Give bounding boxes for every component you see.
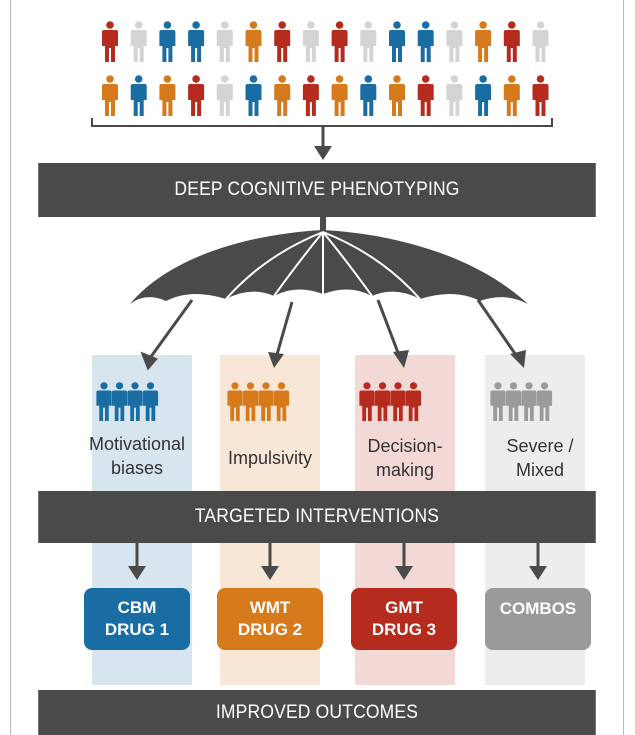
person-icon xyxy=(130,75,147,116)
person-icon xyxy=(242,382,259,421)
drug-box-line2: DRUG 1 xyxy=(104,620,170,639)
person-icon xyxy=(446,75,463,116)
drug-box-line1: CBM xyxy=(117,598,157,617)
person-icon xyxy=(273,382,290,421)
band-outcomes: IMPROVED OUTCOMES xyxy=(38,690,596,735)
group-label-line1: Motivational xyxy=(88,434,186,454)
person-icon xyxy=(331,21,348,62)
umbrella-arrowheads xyxy=(140,350,526,371)
person-icon xyxy=(360,75,377,116)
person-icon xyxy=(475,75,492,116)
group-label-line1: Severe / xyxy=(506,436,574,456)
group-label-decision: Decision- making xyxy=(345,434,465,482)
person-icon xyxy=(227,382,243,421)
person-icon xyxy=(302,21,319,62)
person-icon xyxy=(216,21,233,62)
person-icon xyxy=(389,75,405,116)
person-icon xyxy=(159,75,176,116)
group-label-line2: making xyxy=(375,460,435,480)
band-phenotyping: DEEP COGNITIVE PHENOTYPING xyxy=(38,163,596,217)
person-icon xyxy=(302,75,319,116)
drug-box-2: WMT DRUG 2 xyxy=(217,588,323,650)
group-label-line2: biases xyxy=(110,458,164,478)
person-icon xyxy=(96,382,112,421)
person-icon xyxy=(503,75,520,116)
intervention-arrows xyxy=(128,543,547,580)
person-icon xyxy=(216,75,233,116)
person-icon xyxy=(274,21,291,62)
person-icon xyxy=(111,382,128,421)
person-icon xyxy=(258,382,274,421)
group-label-severe: Severe / Mixed xyxy=(480,434,600,482)
person-icon xyxy=(536,382,553,421)
group-people xyxy=(96,382,553,421)
band-outcomes-label: IMPROVED OUTCOMES xyxy=(215,701,419,723)
person-icon xyxy=(102,21,118,62)
person-icon xyxy=(532,75,549,116)
group-label-motivational: Motivational biases xyxy=(72,432,202,480)
drug-box-line2: DRUG 3 xyxy=(371,620,437,639)
person-icon xyxy=(475,21,492,62)
drug-box-line2: DRUG 2 xyxy=(237,620,303,639)
person-icon xyxy=(359,382,375,421)
person-icon xyxy=(389,21,405,62)
drug-box-line1: COMBOS xyxy=(499,599,577,618)
person-icon xyxy=(360,21,377,62)
drug-box-combos: COMBOS xyxy=(485,588,591,650)
person-icon xyxy=(159,21,176,62)
person-icon xyxy=(390,382,406,421)
umbrella-arrows xyxy=(148,299,520,359)
person-icon xyxy=(142,382,159,421)
band-interventions: TARGETED INTERVENTIONS xyxy=(38,491,596,543)
person-icon xyxy=(532,21,549,62)
umbrella-icon xyxy=(130,215,528,304)
person-icon xyxy=(417,21,434,62)
person-icon xyxy=(490,382,506,421)
band-interventions-label: TARGETED INTERVENTIONS xyxy=(194,506,440,527)
group-label-line2: Mixed xyxy=(515,460,564,480)
person-icon xyxy=(274,75,291,116)
person-icon xyxy=(503,21,520,62)
group-label-line1: Impulsivity xyxy=(227,448,312,468)
person-icon xyxy=(245,21,262,62)
person-icon xyxy=(505,382,522,421)
person-icon xyxy=(127,382,143,421)
person-icon xyxy=(521,382,537,421)
person-icon xyxy=(245,75,262,116)
band-phenotyping-label: DEEP COGNITIVE PHENOTYPING xyxy=(174,179,460,200)
population-bracket xyxy=(91,118,553,127)
drug-box-line1: WMT xyxy=(249,598,291,617)
person-icon xyxy=(331,75,348,116)
person-icon xyxy=(374,382,391,421)
group-label-impulsivity: Impulsivity xyxy=(210,446,330,470)
drug-box-1: CBM DRUG 1 xyxy=(84,588,190,650)
drug-box-3: GMT DRUG 3 xyxy=(351,588,457,650)
person-icon xyxy=(188,75,205,116)
person-icon xyxy=(102,75,118,116)
person-icon xyxy=(188,21,205,62)
drug-box-line1: GMT xyxy=(385,598,423,617)
arrow-to-phenotyping-head xyxy=(314,146,332,160)
person-icon xyxy=(405,382,422,421)
person-icon xyxy=(130,21,147,62)
person-icon xyxy=(446,21,463,62)
group-label-line1: Decision- xyxy=(367,436,443,456)
person-icon xyxy=(417,75,434,116)
population-people xyxy=(102,21,549,116)
